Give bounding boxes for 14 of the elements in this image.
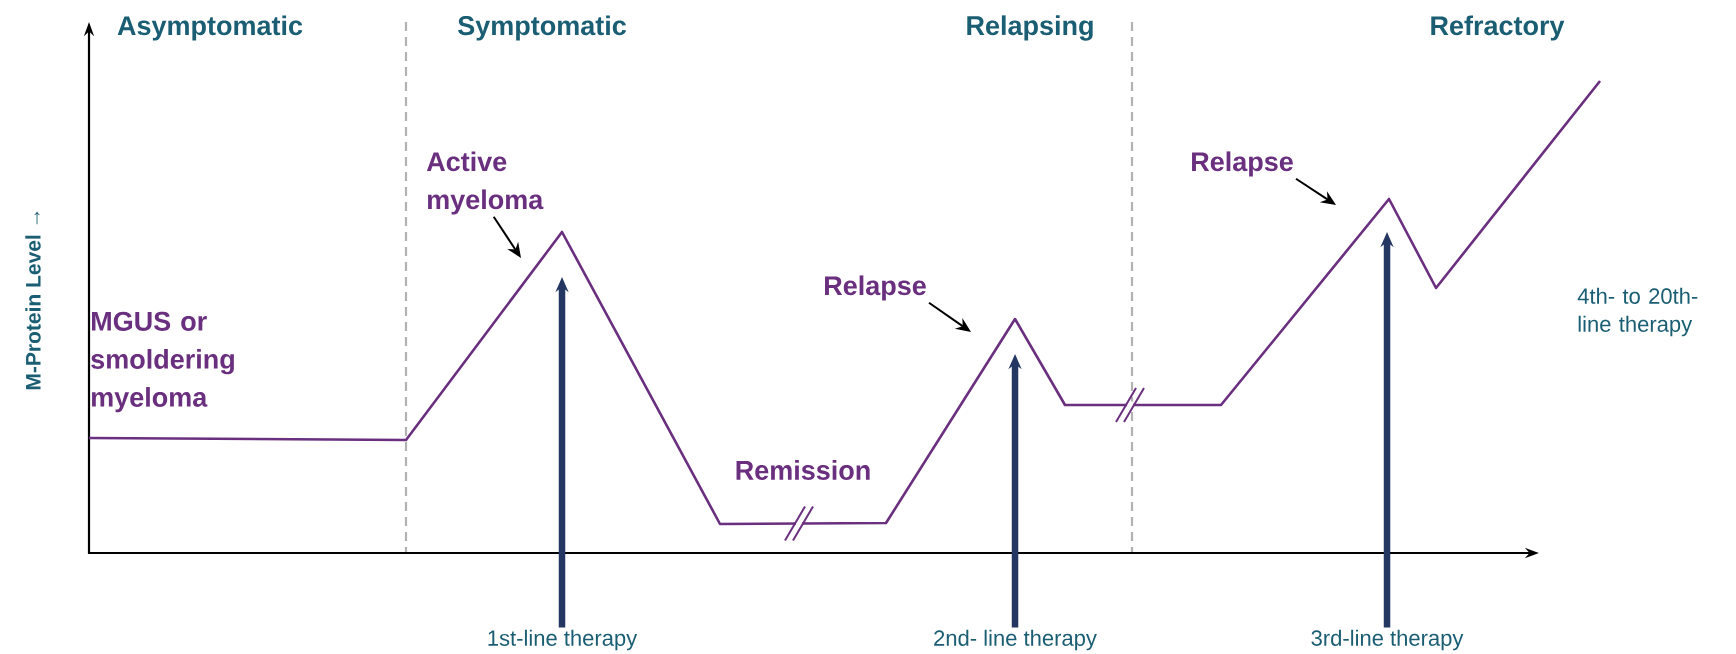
therapy-label: 1st-line therapy (488, 629, 638, 651)
stage-label: Remission (736, 460, 870, 480)
therapy-label: 4th- to 20th- line therapy (1577, 287, 1698, 337)
heading: Symptomatic (458, 15, 626, 41)
heading: Refractory (1431, 15, 1565, 41)
stage-label: Relapse (825, 275, 926, 301)
stage-label: Active myeloma (426, 151, 544, 215)
heading: Relapsing (967, 15, 1093, 41)
heading: Asymptomatic (117, 15, 303, 41)
axis-label: M-Protein Level → (25, 211, 41, 390)
stage-label: Relapse (1192, 151, 1293, 177)
therapy-label: 2nd- line therapy (934, 629, 1097, 651)
therapy-label: 3rd-line therapy (1311, 629, 1464, 651)
stage-label: MGUS or smoldering myeloma (91, 311, 234, 413)
